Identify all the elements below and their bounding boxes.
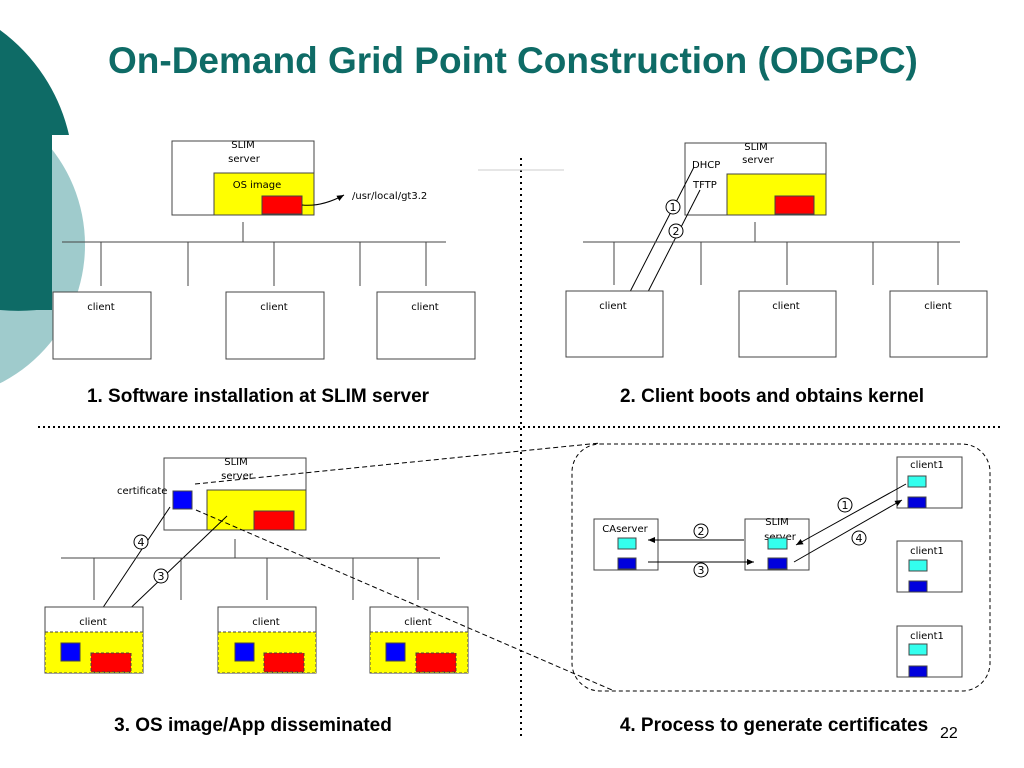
client1-node: client1 (896, 540, 963, 593)
step-badge (153, 568, 169, 584)
certificate-block (908, 580, 928, 593)
client-label: client1 (910, 546, 944, 557)
app-block (774, 195, 815, 215)
panel-caption: 4. Process to generate certificates (620, 715, 928, 736)
panel-4: CAserver SLIM server client1 client1 cli… (571, 443, 991, 736)
step-number: 1 (842, 499, 849, 512)
server-label-line1: SLIM (231, 140, 255, 151)
app-block (415, 652, 457, 673)
step-number: 4 (138, 536, 145, 549)
tftp-label: TFTP (692, 180, 717, 191)
key-block (908, 559, 928, 572)
app-block (90, 652, 132, 673)
certificate-block (908, 665, 928, 678)
panel-3: SLIM server certificate 4 3 client clien… (44, 442, 613, 736)
panel-caption: 3. OS image/App disseminated (114, 715, 392, 736)
step-badge (668, 223, 684, 239)
path-arrow (301, 194, 345, 206)
panel-2: SLIM server DHCP TFTP 1 2 client client … (565, 142, 988, 407)
client-box (738, 290, 837, 358)
client-box (889, 290, 988, 358)
server-label-line2: server (742, 155, 775, 166)
step-number: 2 (698, 525, 705, 538)
certificate-block (172, 490, 193, 510)
certificate-block (60, 642, 81, 662)
callout-line (194, 442, 601, 485)
client-label: client (87, 302, 115, 313)
key-block (907, 475, 927, 488)
callout-line (195, 509, 613, 691)
path-label: /usr/local/gt3.2 (352, 191, 427, 202)
certificate-block (234, 642, 255, 662)
client-label: client (772, 301, 800, 312)
step-number: 2 (673, 225, 680, 238)
app-block (261, 195, 303, 215)
client-label: client1 (910, 460, 944, 471)
panel-caption: 1. Software installation at SLIM server (87, 386, 430, 407)
os-image-label: OS image (233, 180, 282, 191)
panel-caption: 2. Client boots and obtains kernel (620, 386, 924, 407)
server-label-line2: server (221, 471, 254, 482)
client-box (896, 625, 963, 678)
app-block (263, 652, 305, 673)
client-label: client (404, 617, 432, 628)
certificate-block (385, 642, 406, 662)
step-number: 3 (698, 564, 705, 577)
client1-node: client1 (896, 625, 963, 678)
client-box (565, 290, 664, 358)
client-box (52, 291, 152, 360)
step-number: 4 (856, 532, 863, 545)
certificate-block (617, 557, 637, 570)
server-label-line1: SLIM (744, 142, 768, 153)
decor-dark-bar (0, 135, 52, 310)
client-box (225, 291, 325, 360)
key-block (908, 643, 928, 656)
ca-server-label: CAserver (602, 524, 648, 535)
server-label-line2: server (228, 154, 261, 165)
page-number: 22 (940, 725, 958, 742)
client-box (376, 291, 476, 360)
step-number: 3 (158, 570, 165, 583)
step-badge (693, 523, 709, 539)
client-label: client (411, 302, 439, 313)
client-label: client (599, 301, 627, 312)
key-block (767, 537, 788, 550)
slide-title: On-Demand Grid Point Construction (ODGPC… (108, 40, 918, 81)
certificate-block (767, 557, 788, 570)
zoom-callout-region (571, 443, 991, 692)
step-badge (851, 530, 867, 546)
client-label: client (260, 302, 288, 313)
server-label-line1: SLIM (765, 517, 789, 528)
client-label: client1 (910, 631, 944, 642)
step-badge (693, 562, 709, 578)
client-node: client (217, 606, 317, 674)
app-block (253, 510, 295, 531)
client-box (896, 540, 963, 593)
client-label: client (252, 617, 280, 628)
step-badge (837, 497, 853, 513)
certificate-block (907, 496, 927, 509)
step-badge (665, 199, 681, 215)
step-badge (133, 534, 149, 550)
client-node: client (369, 606, 469, 674)
step-number: 1 (670, 201, 677, 214)
certificate-label: certificate (117, 486, 167, 497)
client-node: client (44, 606, 144, 674)
server-label-line1: SLIM (224, 457, 248, 468)
key-arrow (795, 483, 907, 546)
certificate-arrow (793, 499, 903, 563)
dhcp-label: DHCP (692, 160, 720, 171)
client1-node: client1 (896, 456, 963, 509)
key-block (617, 537, 637, 550)
client-label: client (924, 301, 952, 312)
client-label: client (79, 617, 107, 628)
panel-1: SLIM server OS image /usr/local/gt3.2 cl… (52, 140, 476, 407)
